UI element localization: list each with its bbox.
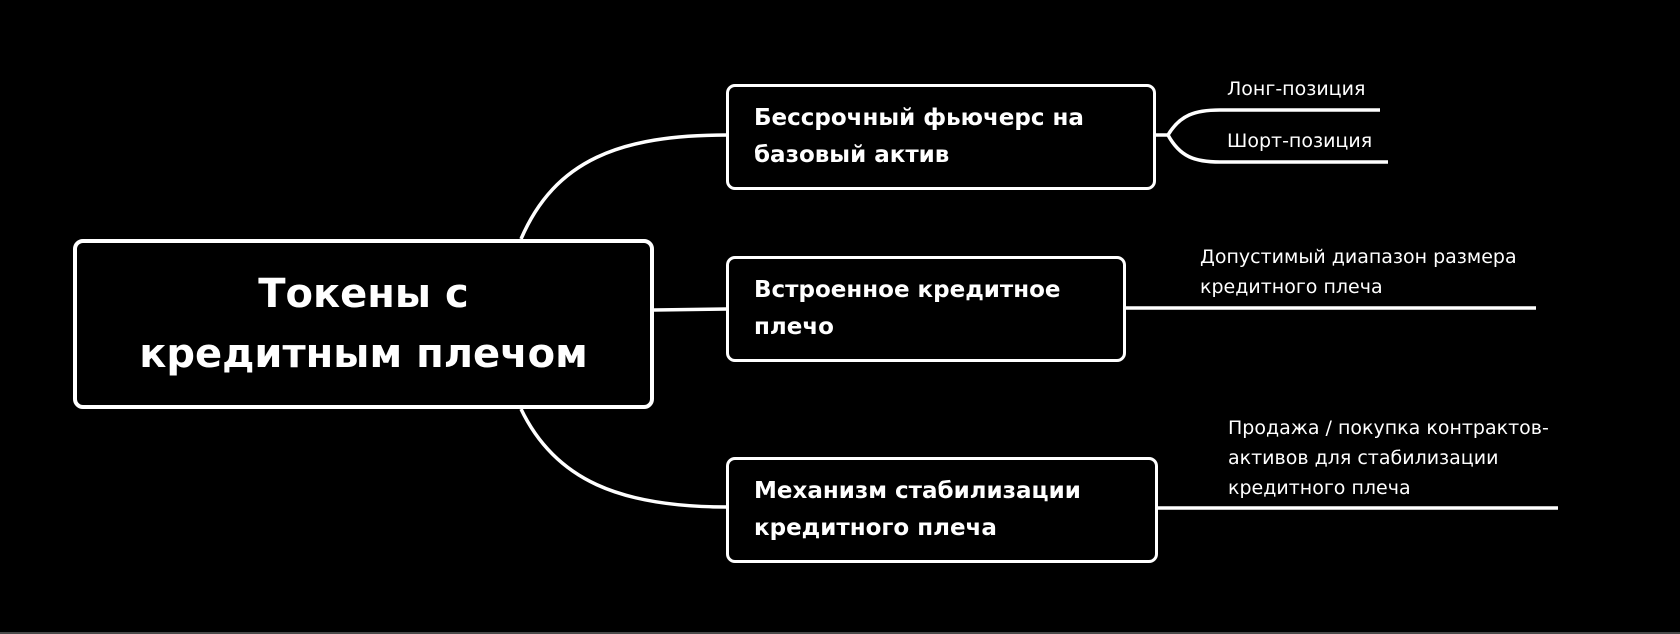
leaf-text-line: Допустимый диапазон размера xyxy=(1200,246,1517,268)
topic-title-line: Встроенное кредитное xyxy=(754,277,1061,303)
leaf-text: Лонг-позиция xyxy=(1227,78,1366,100)
connector-topic1-leaf1 xyxy=(1166,108,1380,136)
topic-node-perpetual-futures[interactable]: Бессрочный фьючерс на базовый актив xyxy=(726,84,1156,190)
topic-title-line: плечо xyxy=(754,314,834,340)
topic-title-line: Бессрочный фьючерс на xyxy=(754,105,1084,131)
connector-topic1-leaf2 xyxy=(1166,134,1388,164)
topic-node-built-in-leverage[interactable]: Встроенное кредитное плечо xyxy=(726,256,1126,362)
connector-root-topic1 xyxy=(519,133,728,240)
leaf-text: Шорт-позиция xyxy=(1227,130,1373,152)
leaf-text-line: активов для стабилизации xyxy=(1228,447,1499,469)
topic-title-line: кредитного плеча xyxy=(754,515,997,541)
leaf-long-position[interactable]: Лонг-позиция xyxy=(1227,74,1365,104)
topic-node-stabilization-mechanism[interactable]: Механизм стабилизации кредитного плеча xyxy=(726,457,1158,563)
topic-title-line: Механизм стабилизации xyxy=(754,478,1081,504)
leaf-leverage-range[interactable]: Допустимый диапазон размера кредитного п… xyxy=(1200,242,1517,302)
topic-title-line: базовый актив xyxy=(754,142,950,168)
root-title-line: кредитным плечом xyxy=(139,331,588,377)
bottom-divider xyxy=(0,632,1680,634)
leaf-text-line: кредитного плеча xyxy=(1228,477,1411,499)
root-node[interactable]: Токены с кредитным плечом xyxy=(73,239,654,409)
leaf-text-line: Продажа / покупка контрактов- xyxy=(1228,417,1549,439)
connector-root-topic3 xyxy=(519,408,728,509)
leaf-text-line: кредитного плеча xyxy=(1200,276,1383,298)
connector-root-topic2 xyxy=(653,307,728,312)
root-title-line: Токены с xyxy=(258,271,469,317)
leaf-contract-trading[interactable]: Продажа / покупка контрактов- активов дл… xyxy=(1228,413,1549,503)
leaf-short-position[interactable]: Шорт-позиция xyxy=(1227,126,1372,156)
